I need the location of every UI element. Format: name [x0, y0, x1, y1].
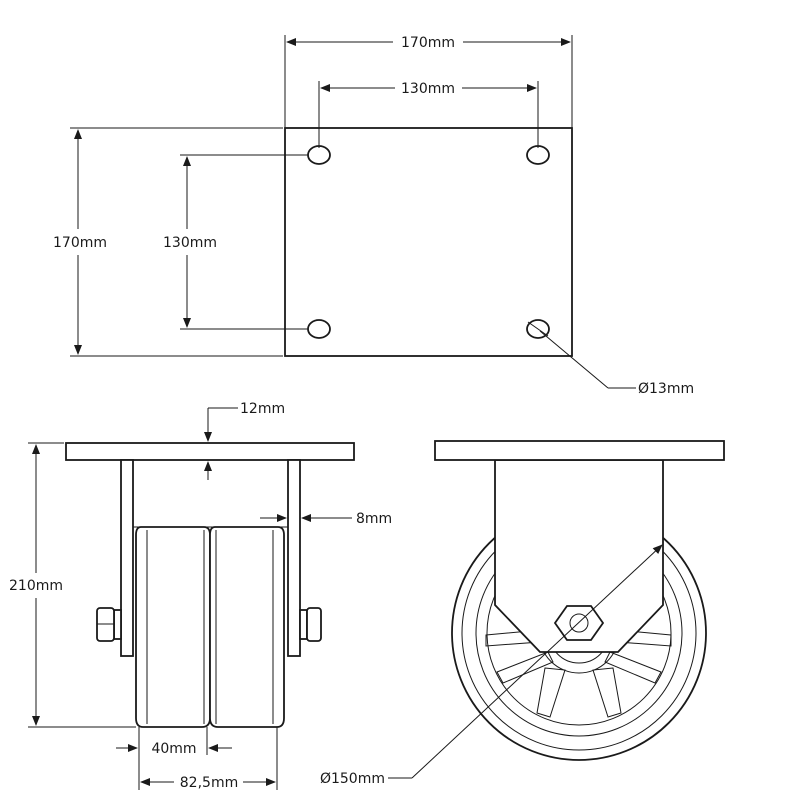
- dimension-wheel-width: 40mm: [116, 727, 232, 790]
- hole-spacing-width-label: 130mm: [401, 81, 455, 97]
- dimension-fork-thickness: 8mm: [260, 511, 392, 527]
- dimension-total-height: 210mm: [9, 442, 136, 728]
- dimension-plate-height: 170mm: [53, 127, 283, 357]
- bolt-hole-top-left: [307, 145, 331, 165]
- hole-diameter-label: Ø13mm: [638, 381, 694, 397]
- mounting-plate: [284, 127, 573, 357]
- plate-width-label: 170mm: [401, 35, 455, 51]
- dimension-plate-width: 170mm: [284, 35, 573, 128]
- axle-spacer-right: [299, 609, 308, 640]
- plate-height-label: 170mm: [53, 235, 107, 251]
- dimension-hole-diameter: Ø13mm: [539, 330, 694, 397]
- wheel-diameter-label: Ø150mm: [320, 771, 385, 787]
- fork-leg-right: [287, 459, 301, 657]
- dimension-hole-spacing-width: 130mm: [318, 81, 539, 148]
- front-top-plate: [65, 442, 355, 461]
- dimension-hole-spacing-height: 130mm: [163, 154, 308, 330]
- bolt-hole-bottom-left: [307, 319, 331, 339]
- hole-spacing-height-label: 130mm: [163, 235, 217, 251]
- dimension-plate-thickness: 12mm: [204, 401, 285, 480]
- dimension-wheel-diameter: Ø150mm: [320, 544, 663, 787]
- front-view: 12mm 8mm 210mm 40mm 8: [9, 401, 392, 791]
- side-view: Ø150mm: [320, 440, 725, 787]
- fork-crossbar: [132, 459, 289, 528]
- axle-spacer-left: [113, 609, 122, 640]
- fork-leg-left: [120, 459, 134, 657]
- plate-thickness-label: 12mm: [240, 401, 285, 417]
- dimension-fork-inner-width: 82,5mm: [140, 727, 278, 791]
- wheel-width-label: 40mm: [151, 741, 196, 757]
- fork-inner-width-label: 82,5mm: [180, 775, 238, 791]
- side-top-plate: [434, 440, 725, 461]
- fork-thickness-label: 8mm: [356, 511, 392, 527]
- axle-nut-right: [306, 607, 322, 642]
- total-height-label: 210mm: [9, 578, 63, 594]
- wheel-left-half: [135, 526, 211, 728]
- bolt-hole-top-right: [526, 145, 550, 165]
- top-view: 170mm 130mm 170mm 130mm: [53, 35, 694, 397]
